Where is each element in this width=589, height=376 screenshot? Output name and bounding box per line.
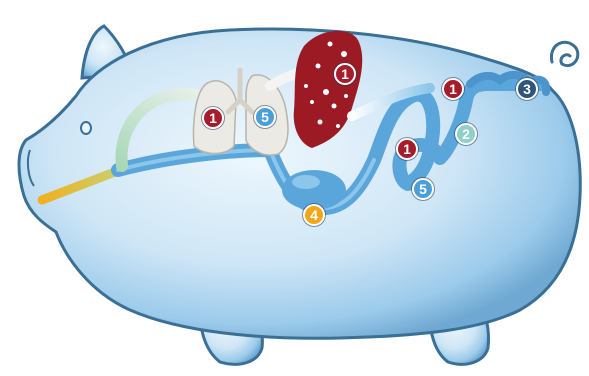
tail — [551, 42, 577, 65]
marker-label: 1 — [449, 81, 457, 97]
marker-label: 1 — [209, 110, 217, 126]
marker-label: 2 — [462, 126, 470, 142]
stomach-shine — [292, 175, 320, 189]
marker-intestine-red: 1 — [396, 138, 418, 160]
marker-label: 3 — [523, 81, 531, 97]
marker-lungs-red: 1 — [202, 107, 224, 129]
marker-label: 1 — [341, 66, 349, 82]
marker-label: 5 — [419, 181, 427, 197]
marker-label: 1 — [403, 141, 411, 157]
marker-intestine-green: 2 — [455, 123, 477, 145]
marker-stomach: 4 — [303, 204, 325, 226]
marker-colon-dark: 3 — [516, 78, 538, 100]
marker-intestine-blue: 5 — [412, 178, 434, 200]
marker-lungs-blue: 5 — [254, 106, 276, 128]
marker-liver: 1 — [334, 63, 356, 85]
marker-label: 4 — [310, 207, 318, 223]
eye — [81, 122, 91, 134]
marker-label: 5 — [261, 109, 269, 125]
marker-colon-red: 1 — [442, 78, 464, 100]
